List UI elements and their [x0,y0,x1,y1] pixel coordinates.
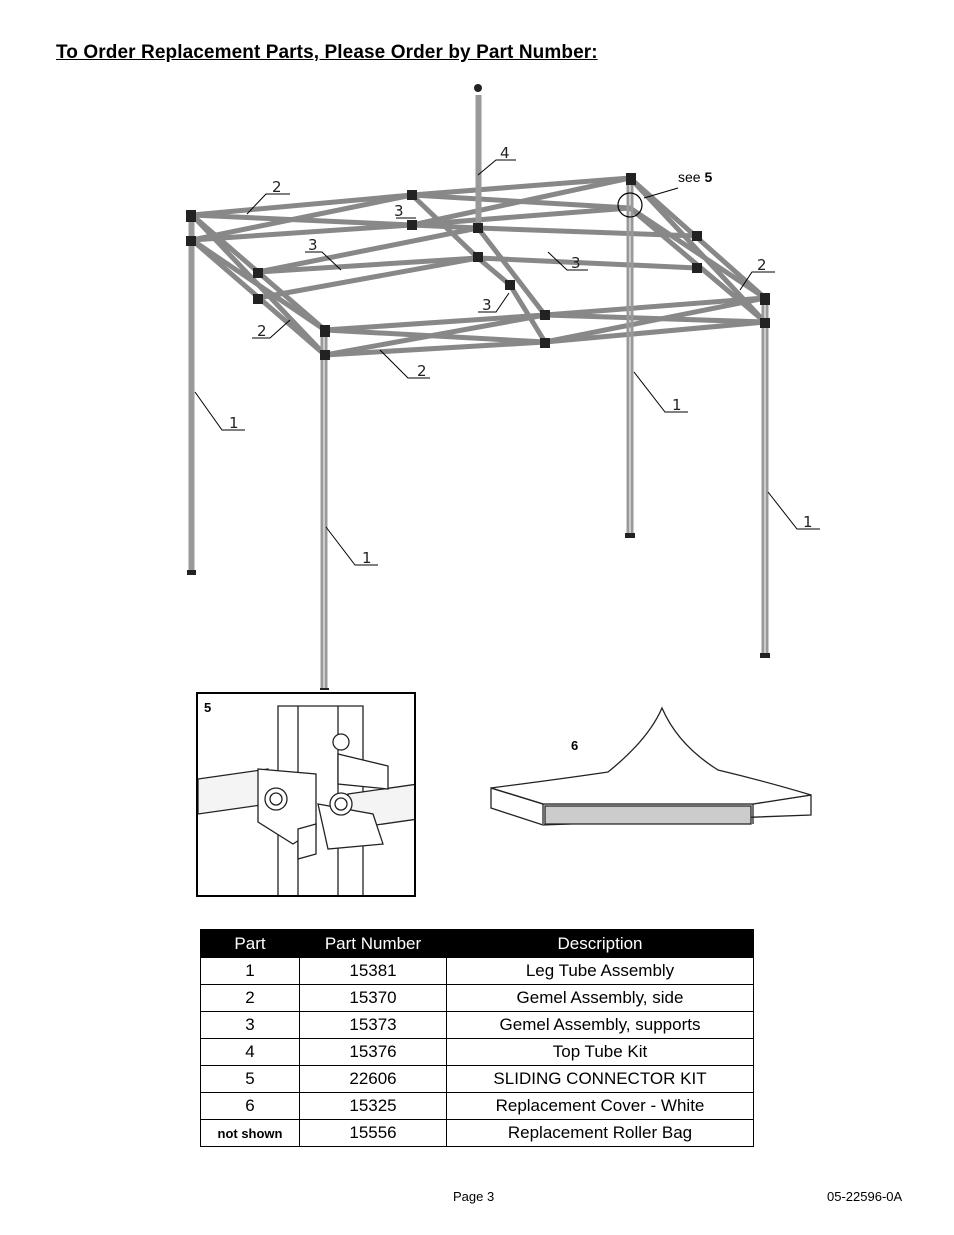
parts-table: Part Part Number Description 1 15381 Leg… [200,929,754,1147]
part-number-cell: 15373 [299,1011,447,1039]
table-row: 3 15373 Gemel Assembly, supports [200,1011,754,1039]
table-row: not shown 15556 Replacement Roller Bag [200,1119,754,1147]
table-row: 6 15325 Replacement Cover - White [200,1092,754,1120]
description-cell: Leg Tube Assembly [446,957,754,985]
sliding-connector-illustration [198,705,414,895]
callout-part-3: 3 [482,296,492,314]
part-cell: 3 [200,1011,300,1039]
canopy-cover-illustration [490,706,812,826]
detail-number: 5 [204,700,212,715]
table-row: 1 15381 Leg Tube Assembly [200,957,754,985]
canopy-frame-diagram: 2 4 3 3 3 3 2 2 2 1 1 1 1 [186,84,820,690]
header-part: Part [200,929,300,958]
description-cell: Replacement Roller Bag [446,1119,754,1147]
part-number-cell: 15325 [299,1092,447,1120]
callout-part-2: 2 [417,362,427,380]
description-cell: Replacement Cover - White [446,1092,754,1120]
callout-part-2: 2 [257,322,267,340]
description-cell: Gemel Assembly, side [446,984,754,1012]
canopy-cover-number: 6 [571,738,579,753]
table-header-row: Part Part Number Description [200,929,754,958]
header-part-number: Part Number [299,929,447,958]
part-number-cell: 15370 [299,984,447,1012]
callout-part-1: 1 [362,549,372,567]
part-number-cell: 15381 [299,957,447,985]
callout-part-3: 3 [308,236,318,254]
part-number-cell: 15556 [299,1119,447,1147]
document-code: 05-22596-0A [827,1189,903,1204]
description-cell: SLIDING CONNECTOR KIT [446,1065,754,1093]
part-cell: not shown [200,1119,300,1147]
header-description: Description [446,929,754,958]
page-number: Page 3 [453,1189,495,1204]
connector-detail-inset: 5 [196,692,416,897]
callout-part-1: 1 [229,414,239,432]
callout-part-4: 4 [500,144,510,162]
part-cell: 4 [200,1038,300,1066]
part-cell: 5 [200,1065,300,1093]
table-row: 4 15376 Top Tube Kit [200,1038,754,1066]
callout-part-2: 2 [272,178,282,196]
callout-part-1: 1 [672,396,682,414]
part-cell: 2 [200,984,300,1012]
part-number-cell: 15376 [299,1038,447,1066]
see-detail-label: see 5 [678,169,713,185]
table-row: 5 22606 SLIDING CONNECTOR KIT [200,1065,754,1093]
part-cell: 6 [200,1092,300,1120]
part-cell: 1 [200,957,300,985]
part-number-cell: 22606 [299,1065,447,1093]
callout-part-3: 3 [571,254,581,272]
callout-part-1: 1 [803,513,813,531]
callout-part-3: 3 [394,202,404,220]
description-cell: Gemel Assembly, supports [446,1011,754,1039]
page-heading: To Order Replacement Parts, Please Order… [56,42,598,63]
callout-part-2: 2 [757,256,767,274]
description-cell: Top Tube Kit [446,1038,754,1066]
table-row: 2 15370 Gemel Assembly, side [200,984,754,1012]
